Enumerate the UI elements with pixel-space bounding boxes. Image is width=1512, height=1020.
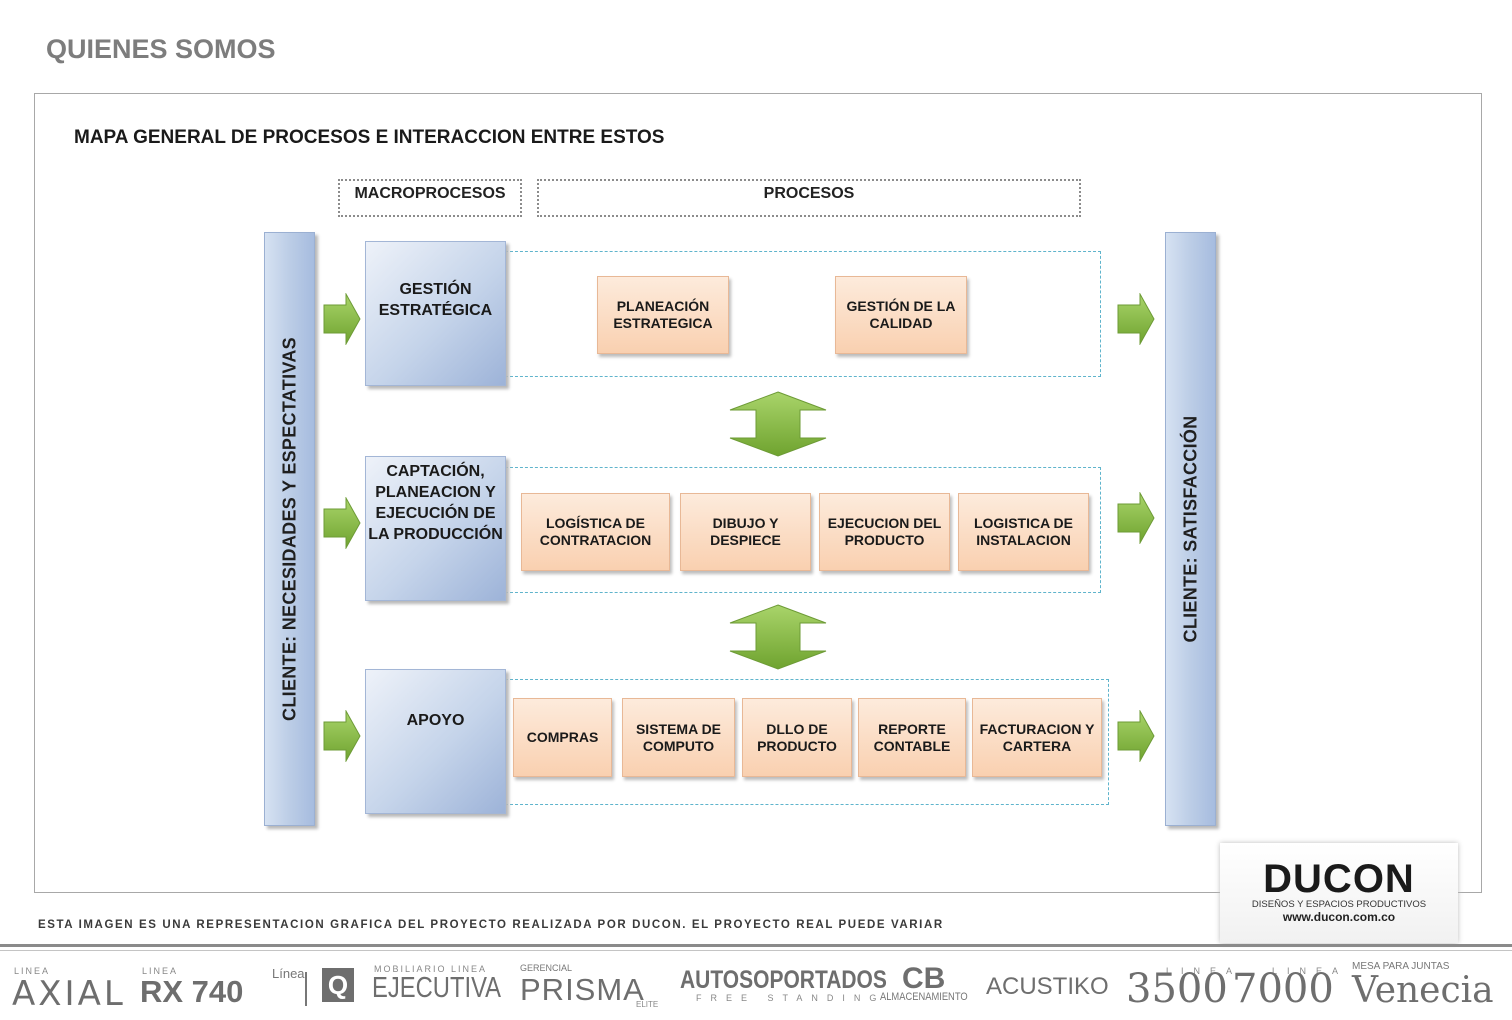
brand-divider xyxy=(305,972,307,1006)
footer-divider xyxy=(0,944,1512,947)
brand-tag: MESA PARA JUNTAS xyxy=(1352,961,1450,972)
client-needs-label: CLIENTE: NECESIDADES Y ESPECTATIVAS xyxy=(279,337,299,721)
process-box: EJECUCION DEL PRODUCTO xyxy=(819,493,950,571)
double-arrow-vertical-icon xyxy=(729,604,827,670)
brand-tag: LINEA xyxy=(14,966,51,976)
arrow-right-icon xyxy=(323,497,361,549)
brand-tag: LINEA xyxy=(142,966,179,976)
arrow-right-icon xyxy=(323,710,361,762)
process-box: DLLO DE PRODUCTO xyxy=(742,698,852,777)
brand-rx740: RX 740 xyxy=(140,974,244,1009)
process-box: COMPRAS xyxy=(513,698,612,777)
brand-cb: CB xyxy=(902,962,946,995)
brand-acustiko: ACUSTIKO xyxy=(986,973,1109,1000)
map-title: MAPA GENERAL DE PROCESOS E INTERACCION E… xyxy=(74,127,665,148)
brand-autosoportados: AUTOSOPORTADOS xyxy=(680,966,887,994)
brand-sub: FREE STANDING xyxy=(696,993,886,1003)
procesos-header: PROCESOS xyxy=(537,179,1081,217)
brand-ejecutiva: EJECUTIVA xyxy=(372,972,502,1004)
client-needs-bar: CLIENTE: NECESIDADES Y ESPECTATIVAS xyxy=(264,232,315,826)
macroprocesos-header: MACROPROCESOS xyxy=(338,179,522,217)
client-satisfaction-label: CLIENTE: SATISFACCIÓN xyxy=(1180,415,1200,643)
double-arrow-vertical-icon xyxy=(729,391,827,457)
process-box: GESTIÓN DE LA CALIDAD xyxy=(835,276,967,354)
macro-gestion-estrategica: GESTIÓN ESTRATÉGICA xyxy=(365,241,506,386)
process-box: LOGISTICA DE INSTALACION xyxy=(958,493,1089,571)
process-group-strategic xyxy=(505,251,1101,377)
brand-tag: LINEA xyxy=(1272,966,1349,976)
arrow-right-icon xyxy=(1117,293,1155,345)
brand-tag: LINEA xyxy=(1166,966,1243,976)
brand-axial: AXIAL xyxy=(12,974,126,1014)
macro-apoyo: APOYO xyxy=(365,669,506,814)
logo-name: DUCON xyxy=(1263,857,1415,901)
brand-sub: ALMACENAMIENTO xyxy=(880,991,968,1003)
brand-7000: 7000 xyxy=(1232,966,1334,1012)
client-satisfaction-bar: CLIENTE: SATISFACCIÓN xyxy=(1165,232,1216,826)
arrow-right-icon xyxy=(1117,492,1155,544)
footer-divider-thin xyxy=(0,950,1512,951)
process-box: FACTURACION Y CARTERA xyxy=(972,698,1102,777)
macro-captacion-produccion: CAPTACIÓN, PLANEACION Y EJECUCIÓN DE LA … xyxy=(365,456,506,601)
process-box: REPORTE CONTABLE xyxy=(858,698,966,777)
arrow-right-icon xyxy=(1117,710,1155,762)
footer-note: ESTA IMAGEN ES UNA REPRESENTACION GRAFIC… xyxy=(38,919,944,931)
process-box: PLANEACIÓN ESTRATEGICA xyxy=(597,276,729,354)
logo-tagline: DISEÑOS Y ESPACIOS PRODUCTIVOS xyxy=(1251,899,1427,910)
brand-prisma: PRISMA xyxy=(520,972,645,1007)
brand-3500: 3500 xyxy=(1126,966,1228,1012)
ducon-logo: DUCON DISEÑOS Y ESPACIOS PRODUCTIVOS www… xyxy=(1220,843,1458,943)
brand-venecia: Venecia xyxy=(1352,970,1494,1011)
logo-url: www.ducon.com.co xyxy=(1282,910,1396,924)
arrow-right-icon xyxy=(323,293,361,345)
process-box: SISTEMA DE COMPUTO xyxy=(622,698,735,777)
page-title: QUIENES SOMOS xyxy=(46,34,276,64)
process-box: DIBUJO Y DESPIECE xyxy=(680,493,811,571)
process-box: LOGÍSTICA DE CONTRATACION xyxy=(521,493,670,571)
brand-q: Q xyxy=(322,968,354,1002)
brand-sub: ELITE xyxy=(636,1000,659,1009)
brand-tag: MOBILIARIO LINEA xyxy=(374,964,488,974)
brand-tag: GERENCIAL xyxy=(520,963,573,973)
brand-tag: Línea xyxy=(272,966,305,981)
